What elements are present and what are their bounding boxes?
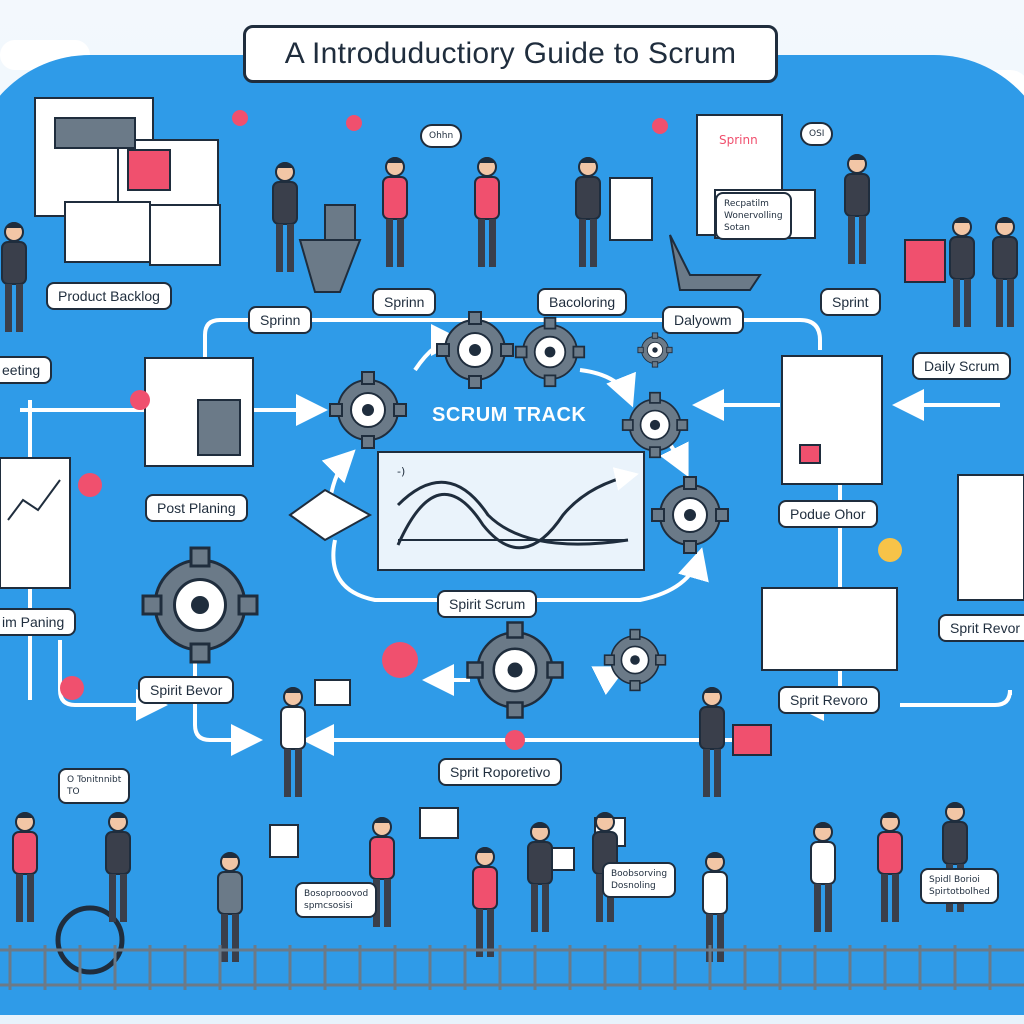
speech-bubble-osi: OSI — [800, 122, 834, 146]
label-sprint-review-bottom: Spirit Bevor — [138, 676, 235, 704]
label-sprint-review-right: Sprit Revor — [938, 614, 1024, 642]
label-meeting-left: eeting — [0, 356, 53, 384]
label-sprint-top-right: Sprint — [820, 288, 881, 316]
label-post-planning: Post Planing — [145, 494, 248, 522]
bubble-line: Boobsorving — [611, 869, 668, 879]
label-sprint-top: Sprinn — [372, 288, 437, 316]
scrum-track-label: SCRUM TRACK — [432, 404, 587, 426]
speech-bubble-bottom-c: Spidl Borioi Spirtotbolhed — [920, 868, 999, 904]
bubble-line: TO — [67, 787, 80, 797]
bubble-line: Bosoprooovod — [304, 889, 369, 899]
board-note-line: Recpatilm — [724, 199, 769, 209]
documents — [0, 97, 1024, 671]
label-sprint-scrum: Spirit Scrum — [437, 590, 538, 618]
page-title: A Introduductiory Guide to Scrum — [243, 25, 778, 83]
label-product-owner: Podue Ohor — [778, 500, 878, 528]
board-title: Sprinn — [719, 133, 758, 147]
bubble-line: spmcsosisi — [304, 901, 353, 911]
props — [55, 177, 946, 975]
bubble-line: Dosnoling — [611, 881, 656, 891]
label-sprint-loop: Sprinn — [248, 306, 313, 334]
label-sprint-review-mid: Sprit Revoro — [778, 686, 880, 714]
speech-bubble-oh: Ohhn — [420, 124, 463, 148]
board-note-line: Wonervolling — [724, 211, 783, 221]
rail-track — [0, 945, 1024, 990]
label-daily-loop: Dalyowm — [662, 306, 744, 334]
scrum-track-chart — [377, 451, 645, 571]
bubble-line: Spidl Borioi — [929, 875, 980, 885]
board-note: Recpatilm Wonervolling Sotan — [715, 192, 792, 240]
bubble-line: O Tonitnnibt — [67, 775, 122, 785]
label-planning-left: im Paning — [0, 608, 77, 636]
accents — [60, 110, 902, 750]
speech-bubble-left: O Tonitnnibt TO — [58, 768, 131, 804]
chart-annotation: -) — [397, 465, 406, 478]
label-sprint-retrospective: Sprit Roporetivo — [438, 758, 563, 786]
decision-diamond — [288, 488, 373, 542]
label-daily-scrum: Daily Scrum — [912, 352, 1012, 380]
speech-bubble-bottom-b: Boobsorving Dosnoling — [602, 862, 677, 898]
bubble-line: Spirtotbolhed — [929, 887, 990, 897]
board-note-line: Sotan — [724, 223, 750, 233]
speech-bubble-bottom-a: Bosoprooovod spmcsosisi — [295, 882, 378, 918]
label-product-backlog: Product Backlog — [46, 282, 172, 310]
label-backlog-refinement: Bacoloring — [537, 288, 628, 316]
